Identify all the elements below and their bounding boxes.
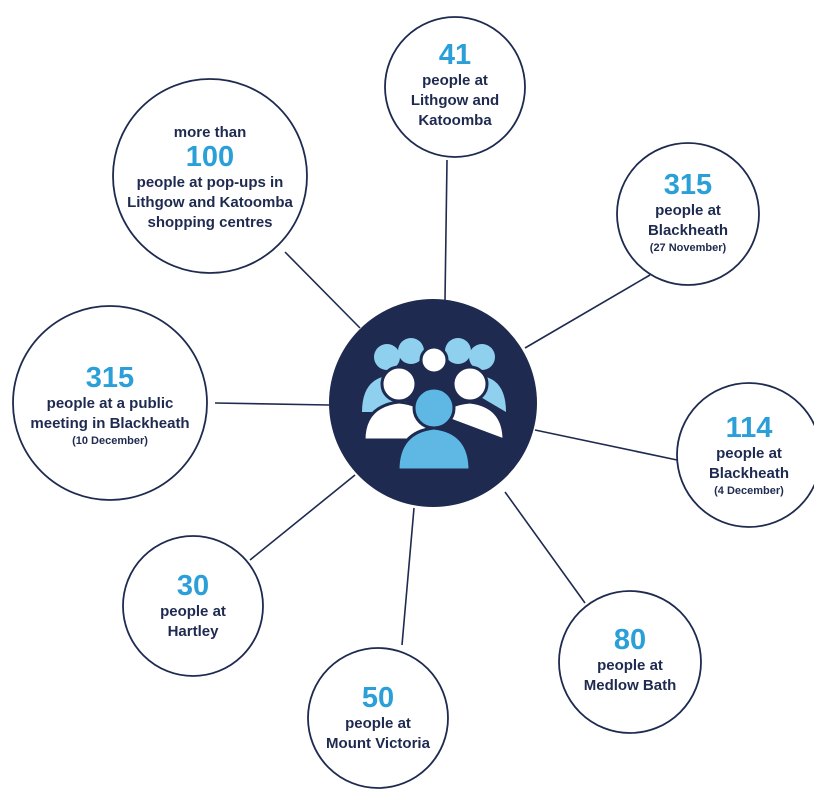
circle-blackheath-nov [616, 142, 760, 286]
node-number: 315 [85, 361, 135, 394]
node-date: (10 December) [72, 434, 148, 447]
node-label-line: people at a public [46, 394, 174, 412]
node-label-line: Hartley [167, 622, 219, 640]
circle-hartley [122, 535, 264, 677]
people-group-icon [362, 338, 506, 472]
circle-medlow-bath [558, 590, 702, 734]
connector-blackheath-dec4 [534, 429, 678, 461]
node-label-line: Lithgow and Katoomba [127, 193, 293, 211]
node-label-line: meeting in Blackheath [30, 414, 190, 432]
node-label-line: people at [655, 201, 721, 219]
node-number: 50 [361, 681, 395, 714]
node-date: (27 November) [649, 241, 727, 254]
node-label-line: Medlow Bath [583, 676, 677, 694]
node-prefix: more than [173, 123, 247, 141]
node-label-line: people at [160, 602, 226, 620]
node-number: 315 [663, 168, 713, 201]
connector-blackheath-nov [524, 274, 651, 349]
node-label-line: people at pop-ups in [136, 173, 284, 191]
node-date: (4 December) [714, 484, 784, 497]
connector-lithgow-katoomba [444, 159, 448, 301]
node-number: 30 [176, 569, 210, 602]
node-label-line: Lithgow and [410, 91, 500, 109]
node-label-line: Blackheath [647, 221, 729, 239]
node-circles [12, 16, 814, 789]
connector-hartley [249, 474, 356, 561]
node-label-line: people at [345, 714, 411, 732]
connector-mount-victoria [401, 507, 415, 646]
node-label-line: Mount Victoria [326, 734, 430, 752]
circle-public-meeting [12, 305, 208, 501]
node-label-line: people at [597, 656, 663, 674]
connector-lines [214, 159, 678, 646]
node-number: 100 [185, 140, 235, 173]
circle-blackheath-dec4 [676, 382, 814, 528]
node-label-line: Katoomba [418, 111, 492, 129]
node-label-line: shopping centres [147, 213, 273, 231]
node-label-line: people at [422, 71, 488, 89]
circle-lithgow-katoomba [384, 16, 526, 158]
connector-medlow-bath [504, 491, 586, 604]
node-label-line: people at [716, 444, 782, 462]
node-number: 80 [613, 623, 647, 656]
connector-pop-ups [284, 251, 361, 329]
node-number: 41 [438, 38, 472, 71]
connector-public-meeting [214, 402, 330, 406]
central-hub [329, 299, 537, 507]
node-label-line: Blackheath [708, 464, 790, 482]
circle-mount-victoria [307, 647, 449, 789]
circle-pop-ups [112, 78, 308, 274]
node-number: 114 [725, 411, 773, 444]
